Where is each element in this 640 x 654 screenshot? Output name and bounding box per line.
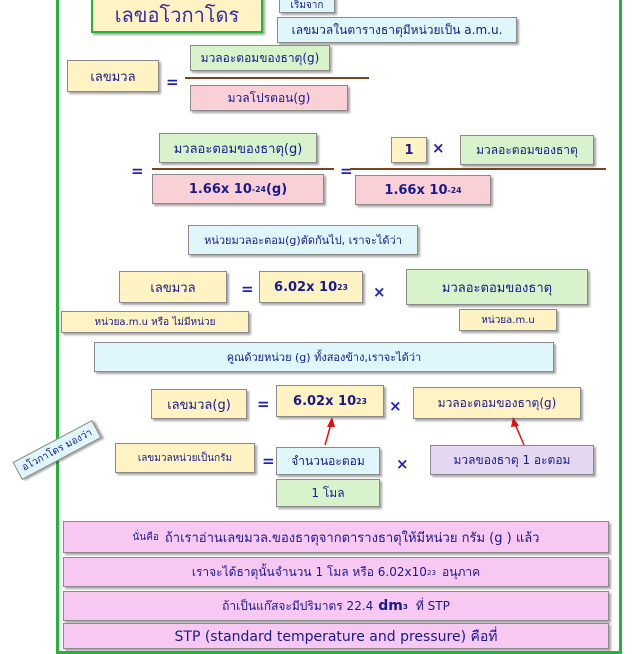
mass-in-grams-text: เลขมวลหน่วยเป็นกรัม [137,452,233,464]
eq2-right-denominator-exp: -24 [447,185,462,195]
mass-number-g-text: เลขมวล(g) [167,397,231,413]
eq2-right-one: 1 [391,137,427,163]
one-mole-text: 1 โมล [311,485,345,500]
eq2-right-mass-text: มวลอะตอมของธาตุ [476,142,578,157]
mass-one-atom-box: มวลของธาตุ 1 อะตอม [430,445,594,475]
fraction-line-3 [350,168,606,170]
atomic-mass-g-text: มวลอะตอมของธาตุ(g) [437,395,557,410]
statement-3-unit: dm [378,598,403,614]
mass-in-grams-box: เลขมวลหน่วยเป็นกรัม [115,443,255,473]
times-sign-2: × [373,283,386,301]
statement-1: นั่นคือ ถ้าเราอ่านเลขมวล.ของธาตุจากตารางธ… [63,521,609,553]
statement-4: STP (standard temperature and pressure) … [63,623,609,649]
unit-amu: หน่วยa.m.u [459,309,557,331]
atomic-mass-text-1: มวลอะตอมของธาตุ [441,280,553,296]
avogadro-exp-1: 23 [337,282,348,292]
multiply-note-text: คูณด้วยหน่วย (g) ทั้งสองข้าง,เราจะได้ว่า [226,351,422,364]
fraction-line-1 [185,77,369,79]
eq2-denominator: 1.66x 10-24(g) [152,174,324,204]
arrow-to-atomic-mass [514,423,525,446]
mass-number-g-box: เลขมวล(g) [151,389,247,419]
mass-number-box-2: เลขมวล [119,271,227,303]
equals-sign-2: = [131,162,144,180]
statement-4-text: STP (standard temperature and pressure) … [174,629,498,645]
statement-2: เราจะได้ธาตุนั้นจำนวน 1 โมล หรือ 6.02x10… [63,557,609,587]
avogadro-coef-2: 6.02x 10 [293,393,357,409]
mass-number-box-1: เลขมวล [67,60,159,92]
amu-note: เลขมวลในตารางธาตุมีหน่วยเป็น a.m.u. [277,17,517,43]
arrow-to-avogadro-head [327,417,335,427]
arrows-svg [324,417,525,446]
eq2-right-mass: มวลอะตอมของธาตุ [460,135,594,165]
atomic-mass-box-1: มวลอะตอมของธาตุ [406,269,588,305]
statement-3-text: ถ้าเป็นแก๊สจะมีปริมาตร 22.4 [222,598,374,613]
mass-number-text-2: เลขมวล [150,280,196,296]
start-tab-text: เริ่มจาก [290,0,324,11]
avogadro-coef-1: 6.02x 10 [274,279,338,295]
statement-2-tail: อนุภาค [442,564,481,579]
mass-number-text-1: เลขมวล [90,69,136,85]
times-sign-4: × [396,455,409,473]
equals-sign-5: = [257,395,270,413]
eq1-denominator-text: มวลโปรตอน(g) [227,90,311,105]
statement-1-prefix: นั่นคือ [132,531,159,543]
page-title: เลขอโวกาโดร [91,0,263,33]
avogadro-exp-2: 23 [356,396,367,406]
eq2-numerator-text: มวลอะตอมของธาตุ(g) [173,141,303,157]
eq2-right-denominator: 1.66x 10-24 [355,175,491,205]
eq2-right-one-text: 1 [404,142,414,158]
statement-1-text: ถ้าเราอ่านเลขมวล.ของธาตุจากตารางธาตุให้ม… [164,530,540,546]
equals-sign-1: = [166,73,179,91]
equals-sign-6: = [262,452,275,470]
statement-2-exp: 23 [426,567,437,577]
atomic-mass-g-box: มวลอะตอมของธาตุ(g) [413,387,581,419]
content-frame: เลขอโวกาโดร เริ่มจาก เลขมวลในตารางธาตุมี… [56,0,622,654]
eq1-numerator: มวลอะตอมของธาตุ(g) [190,45,330,71]
unit-amu-or-none: หน่วยa.m.u หรือ ไม่มีหน่วย [61,311,249,333]
eq1-numerator-text: มวลอะตอมของธาตุ(g) [200,50,320,65]
count-atoms-box: จำนวนอะตอม [276,447,380,475]
eq2-numerator: มวลอะตอมของธาตุ(g) [159,133,317,163]
eq1-denominator: มวลโปรตอน(g) [190,85,348,111]
amu-note-text: เลขมวลในตารางธาตุมีหน่วยเป็น a.m.u. [291,22,503,37]
start-tab: เริ่มจาก [279,0,335,13]
fraction-line-2 [152,168,334,170]
eq2-denominator-unit: (g) [265,181,288,197]
statement-3-exp: 3 [402,601,408,611]
cancel-note-text: หน่วยมวลอะตอม(g)ตัดกันไป, เราจะได้ว่า [204,234,402,247]
multiply-note: คูณด้วยหน่วย (g) ทั้งสองข้าง,เราจะได้ว่า [94,342,554,372]
statement-2-text: เราจะได้ธาตุนั้นจำนวน 1 โมล หรือ 6.02x10 [191,564,427,579]
arrow-to-atomic-mass-head [511,417,519,427]
cancel-note: หน่วยมวลอะตอม(g)ตัดกันไป, เราจะได้ว่า [188,225,418,255]
one-mole-box: 1 โมล [276,479,380,507]
equals-sign-3: = [340,162,353,180]
eq2-denominator-coef: 1.66x 10 [188,181,252,197]
statement-3-tail: ที่ STP [415,598,450,613]
page-title-text: เลขอโวกาโดร [114,3,240,27]
unit-amu-text: หน่วยa.m.u [481,314,535,326]
eq2-denominator-exp: -24 [251,184,266,194]
eq2-right-denominator-coef: 1.66x 10 [384,182,448,198]
unit-amu-or-none-text: หน่วยa.m.u หรือ ไม่มีหน่วย [94,316,216,328]
count-atoms-text: จำนวนอะตอม [291,453,365,468]
mass-one-atom-text: มวลของธาตุ 1 อะตอม [453,452,571,467]
equals-sign-4: = [241,280,254,298]
arrow-to-avogadro [324,423,332,446]
times-sign-3: × [389,397,402,415]
times-sign-1: × [432,139,445,157]
